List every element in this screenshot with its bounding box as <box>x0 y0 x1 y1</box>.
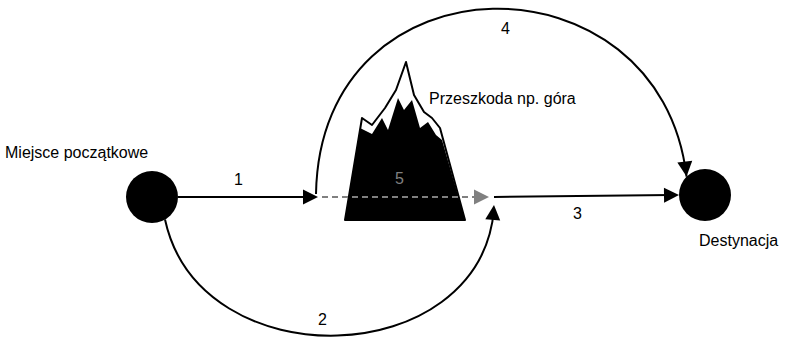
route-line <box>494 195 671 197</box>
route-line <box>316 9 687 194</box>
callout-number: 2 <box>316 311 329 329</box>
mountain-body <box>345 98 465 220</box>
node-label: Miejsce początkowe <box>5 144 148 162</box>
circle-fill <box>126 171 178 223</box>
circle-shape <box>679 169 731 221</box>
start-circle: Miejsce początkowe <box>126 171 178 223</box>
node-label: Destynacja <box>699 232 778 250</box>
destination-circle: Destynacja <box>679 169 731 221</box>
route-network <box>165 9 692 336</box>
circle-fill <box>679 169 731 221</box>
route-line <box>165 209 494 336</box>
callout-number: 4 <box>499 20 512 38</box>
circle-shape <box>126 171 178 223</box>
arrowhead <box>474 190 489 205</box>
obstacle-label: Przeszkoda np. góra <box>427 90 578 108</box>
arrowhead <box>485 205 500 221</box>
route-line <box>178 196 310 198</box>
route-line <box>322 196 480 198</box>
callout-number: 5 <box>393 170 406 188</box>
arrowhead <box>664 188 679 203</box>
callout-number: 3 <box>571 205 584 223</box>
callout-number: 1 <box>232 171 245 189</box>
